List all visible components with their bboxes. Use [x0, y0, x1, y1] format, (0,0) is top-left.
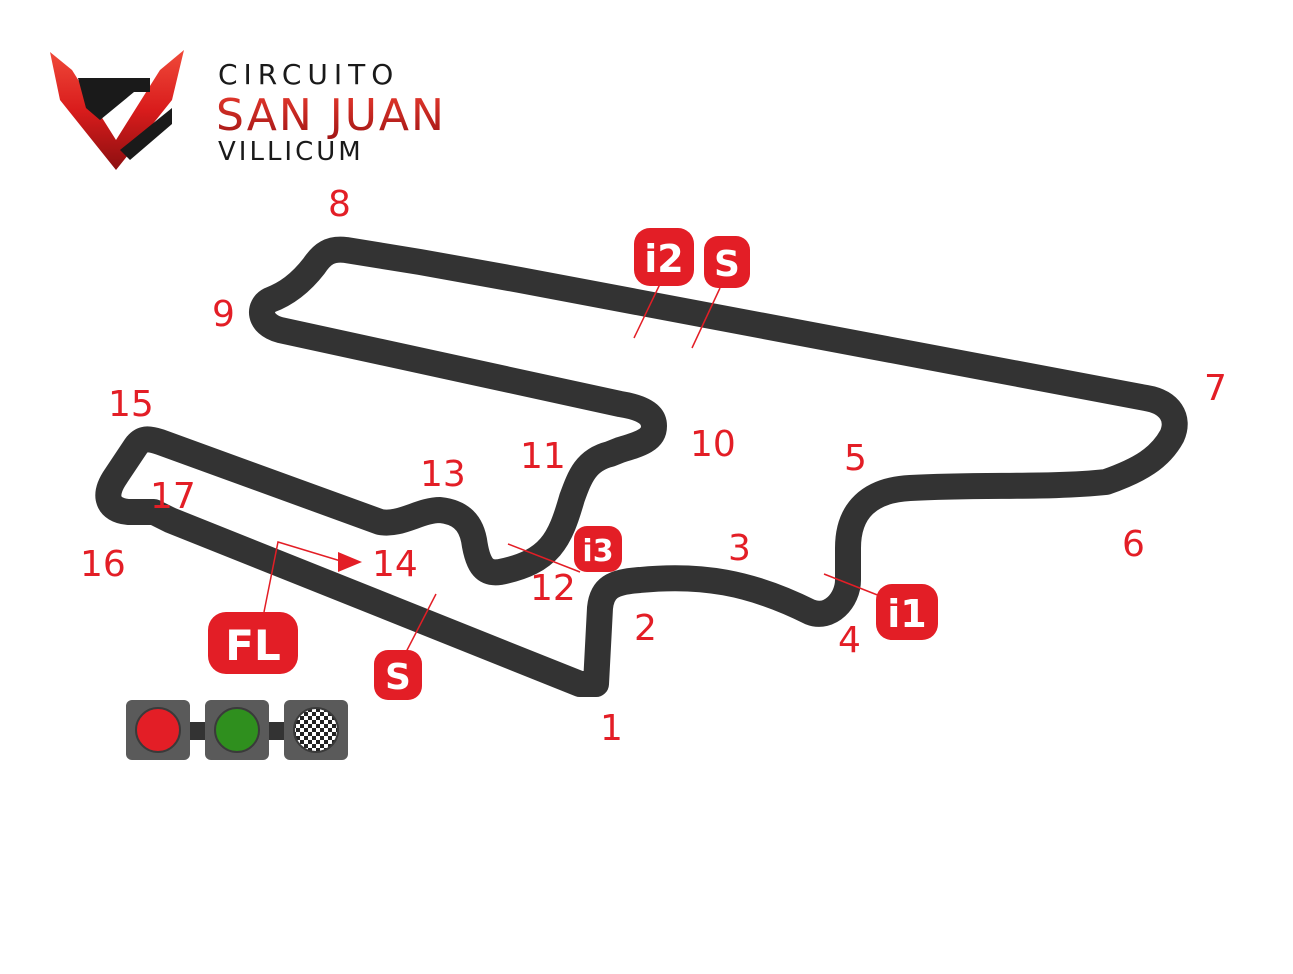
- badge-finish-line-label: FL: [225, 621, 280, 670]
- turn-12-label: 12: [530, 568, 576, 609]
- circuit-logo: CIRCUITO SAN JUAN VILLICUM: [50, 50, 446, 170]
- turn-11-label: 11: [520, 436, 566, 477]
- badge-i1: i1: [876, 584, 938, 640]
- direction-arrow-icon: [338, 552, 362, 572]
- turn-9-label: 9: [212, 294, 235, 335]
- timing-lines: [263, 283, 881, 657]
- badge-i1-label: i1: [887, 592, 926, 636]
- turn-2-label: 2: [634, 608, 657, 649]
- speed-trap-2-line: [691, 287, 721, 349]
- red-light-icon: [135, 707, 181, 753]
- i2-line: [633, 283, 661, 339]
- logo-dark-stripe: [120, 108, 172, 160]
- logo-v-shape: [50, 50, 184, 170]
- turn-16-label: 16: [80, 544, 126, 585]
- logo-line1: CIRCUITO: [218, 58, 399, 91]
- finish-line: [263, 541, 345, 613]
- logo-line2: SAN JUAN: [216, 90, 446, 141]
- speed-trap-1-line: [403, 593, 437, 657]
- turn-15-label: 15: [108, 384, 154, 425]
- turn-1-label: 1: [600, 708, 623, 749]
- badge-speed-trap-2-label: S: [714, 244, 740, 285]
- i1-line: [823, 573, 881, 597]
- turn-7-label: 7: [1204, 368, 1227, 409]
- turn-14-label: 14: [372, 544, 418, 585]
- badge-i3-label: i3: [582, 534, 613, 569]
- turn-10-label: 10: [690, 424, 736, 465]
- turn-8-label: 8: [328, 184, 351, 225]
- track-outline: [95, 236, 1188, 697]
- logo-dark-stripe: [60, 108, 116, 164]
- turn-4-label: 4: [838, 620, 861, 661]
- badge-i2-label: i2: [644, 237, 683, 281]
- turn-labels: 1 2 3 4 5 6 7 8 9 10 11 12 13 14 15 16 1…: [80, 184, 1227, 749]
- badge-speed-trap-2: S: [704, 236, 750, 288]
- i3-line: [507, 543, 581, 573]
- green-light-icon: [214, 707, 260, 753]
- badge-i3: i3: [574, 526, 622, 572]
- turn-13-label: 13: [420, 454, 466, 495]
- badge-speed-trap-1-label: S: [385, 657, 411, 698]
- checkered-flag-icon: [293, 707, 339, 753]
- session-legend: [126, 700, 348, 760]
- logo-line3: VILLICUM: [218, 137, 364, 167]
- turn-6-label: 6: [1122, 524, 1145, 565]
- badge-finish-line: FL: [208, 612, 298, 674]
- turn-5-label: 5: [844, 438, 867, 479]
- badge-i2: i2: [634, 228, 694, 286]
- turn-17-label: 17: [150, 476, 196, 517]
- turn-3-label: 3: [728, 528, 751, 569]
- badge-speed-trap-1: S: [374, 650, 422, 700]
- logo-dark-stripe: [78, 78, 150, 120]
